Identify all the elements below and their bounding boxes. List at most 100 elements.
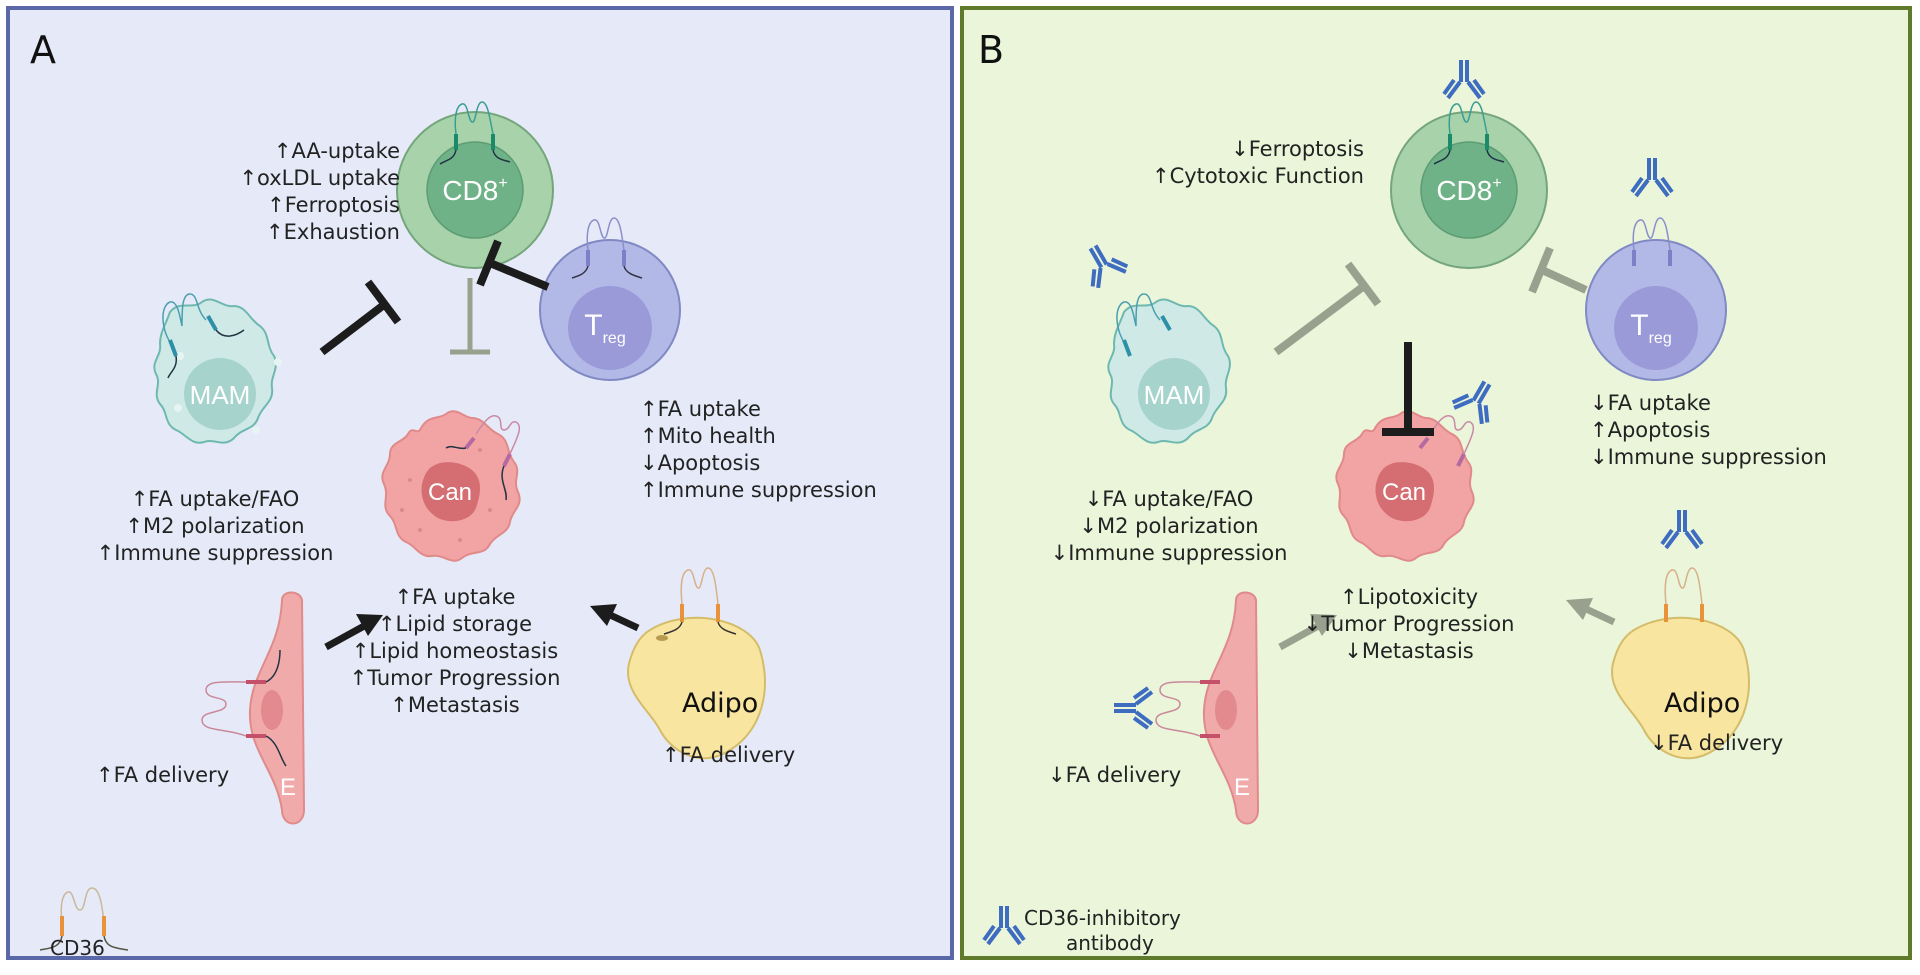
antibody-icon	[1630, 156, 1674, 198]
effect-item: ↑FA uptake	[640, 397, 761, 421]
effect-item: ↑Immune suppression	[96, 541, 334, 565]
adipocyte-label: Adipo	[682, 688, 759, 719]
effect-item: ↓Metastasis	[1344, 639, 1474, 663]
cd8-cell: CD8+	[1390, 58, 1548, 269]
cd36-receptor-icon	[162, 293, 245, 379]
cancer-effects: ↑FA uptake ↑Lipid storage ↑Lipid homeost…	[340, 584, 570, 719]
cd36-receptor-icon	[439, 101, 511, 165]
mam-effects: ↓FA uptake/FAO ↓M2 polarization ↓Immune …	[1024, 486, 1314, 567]
cd36-receptor-icon	[571, 217, 643, 279]
cancer-effects: ↑Lipotoxicity ↓Tumor Progression ↓Metast…	[1284, 584, 1534, 665]
effect-item: ↓Apoptosis	[640, 451, 761, 475]
legend-line: antibody	[1066, 931, 1154, 955]
effect-item: ↓Immune suppression	[1590, 445, 1827, 469]
adipocyte-label: Adipo	[1664, 688, 1741, 719]
activate-arrow-e-cancer	[1278, 614, 1337, 651]
cd36-receptor-icon	[1155, 680, 1220, 738]
antibody-icon	[1448, 370, 1507, 428]
legend-line: CD36-inhibitory	[1024, 906, 1181, 930]
mam-label: MAM	[190, 380, 251, 410]
cd8-label: CD8+	[1436, 175, 1501, 206]
cancer-cell: Can	[381, 410, 521, 562]
inhibit-arrow-mam-cd8	[319, 279, 402, 356]
effect-item: ↓Immune suppression	[1050, 541, 1288, 565]
antibody-icon	[1660, 508, 1704, 550]
endothelial-effects: ↑FA delivery	[96, 762, 229, 789]
cancer-cell: Can	[1335, 370, 1507, 562]
mam-cell: MAM	[153, 293, 282, 444]
effect-item: ↑Mito health	[640, 424, 776, 448]
antibody-icon	[1112, 686, 1154, 730]
cd36-receptor-icon	[1632, 217, 1672, 266]
endothelial-cell: E	[1112, 591, 1260, 825]
cancer-label: Can	[1382, 479, 1426, 506]
inhibit-arrow-cd8-cancer	[450, 278, 490, 355]
treg-cell: Treg	[539, 217, 681, 381]
activate-arrow-adipo-cancer	[1566, 598, 1616, 626]
activate-arrow-adipo-cancer	[590, 604, 640, 632]
antibody-icon	[1442, 58, 1486, 100]
inhibit-arrow-mam-cd8	[1273, 261, 1382, 356]
antibody-icon	[982, 904, 1026, 946]
mam-label: MAM	[1144, 380, 1205, 410]
cd36-receptor-icon	[39, 887, 129, 951]
endothelial-label: E	[1234, 774, 1250, 801]
cancer-label: Can	[428, 479, 472, 506]
adipocyte-cell	[1611, 508, 1750, 760]
effect-item: ↑Metastasis	[390, 693, 520, 717]
effect-item: ↑FA delivery	[662, 743, 796, 767]
cd36-receptor-icon	[663, 567, 737, 635]
treg-cell: Treg	[1585, 156, 1727, 381]
effect-item: ↓Tumor Progression	[1303, 612, 1515, 636]
treg-effects: ↓FA uptake ↑Apoptosis ↓Immune suppressio…	[1590, 390, 1827, 471]
effect-item: ↑Lipotoxicity	[1339, 585, 1479, 609]
legend-antibody-label: CD36-inhibitory antibody	[1024, 906, 1181, 956]
cd36-receptor-icon	[1116, 293, 1172, 357]
panel-a-diagram: CD8+ Treg	[39, 101, 766, 951]
effect-item: ↑Exhaustion	[266, 220, 400, 244]
effect-item: ↑oxLDL uptake	[239, 166, 400, 190]
inhibit-arrow-treg-cd8	[476, 239, 550, 291]
cd8-cell: CD8+	[396, 101, 554, 269]
effect-item: ↑AA-uptake	[273, 139, 400, 163]
effect-item: ↓M2 polarization	[1079, 514, 1259, 538]
adipocyte-effects: ↑FA delivery	[662, 742, 795, 769]
antibody-icon	[1073, 234, 1132, 292]
cd36-receptor-icon	[445, 414, 521, 501]
effect-item: ↑Tumor Progression	[349, 666, 561, 690]
effect-item: ↑Cytotoxic Function	[1151, 164, 1364, 188]
mam-effects: ↑FA uptake/FAO ↑M2 polarization ↑Immune …	[70, 486, 360, 567]
effect-item: ↓Ferroptosis	[1231, 137, 1364, 161]
endothelial-label: E	[280, 774, 296, 801]
activate-arrow-e-cancer	[324, 614, 383, 651]
panel-label: B	[978, 28, 1005, 72]
effect-item: ↑FA delivery	[96, 763, 230, 787]
effect-item: ↑FA uptake/FAO	[130, 487, 300, 511]
panel-b: B CD8+ Treg	[960, 6, 1912, 960]
cd36-receptor-icon	[1664, 567, 1704, 622]
effect-item: ↑Ferroptosis	[267, 193, 400, 217]
effect-item: ↑Immune suppression	[640, 478, 877, 502]
effect-item: ↑M2 polarization	[125, 514, 305, 538]
legend-cd36-label: CD36	[50, 936, 105, 960]
panel-a: A CD8+ Treg	[6, 6, 954, 960]
adipocyte-cell	[627, 567, 766, 760]
effect-item: ↓FA uptake	[1590, 391, 1711, 415]
inhibit-arrow-treg-cd8	[1528, 246, 1588, 294]
treg-effects: ↑FA uptake ↑Mito health ↓Apoptosis ↑Immu…	[640, 396, 877, 504]
effect-item: ↑FA uptake	[394, 585, 516, 609]
cd36-receptor-icon	[1418, 414, 1475, 467]
cd8-effects: ↓Ferroptosis ↑Cytotoxic Function	[1124, 136, 1364, 190]
endothelial-cell: E	[201, 591, 306, 825]
panel-label: A	[30, 28, 56, 72]
adipocyte-effects: ↓FA delivery	[1650, 730, 1783, 757]
cd8-effects: ↑AA-uptake ↑oxLDL uptake ↑Ferroptosis ↑E…	[190, 138, 400, 246]
effect-item: ↓FA uptake/FAO	[1084, 487, 1254, 511]
inhibit-arrow-cd8-cancer	[1382, 342, 1434, 436]
endothelial-effects: ↓FA delivery	[1048, 762, 1181, 789]
effect-item: ↑Lipid storage	[377, 612, 533, 636]
effect-item: ↓FA delivery	[1650, 731, 1784, 755]
panel-b-diagram: CD8+ Treg MAM	[982, 58, 1750, 946]
cd36-receptor-icon	[1433, 101, 1505, 165]
effect-item: ↑Apoptosis	[1590, 418, 1711, 442]
